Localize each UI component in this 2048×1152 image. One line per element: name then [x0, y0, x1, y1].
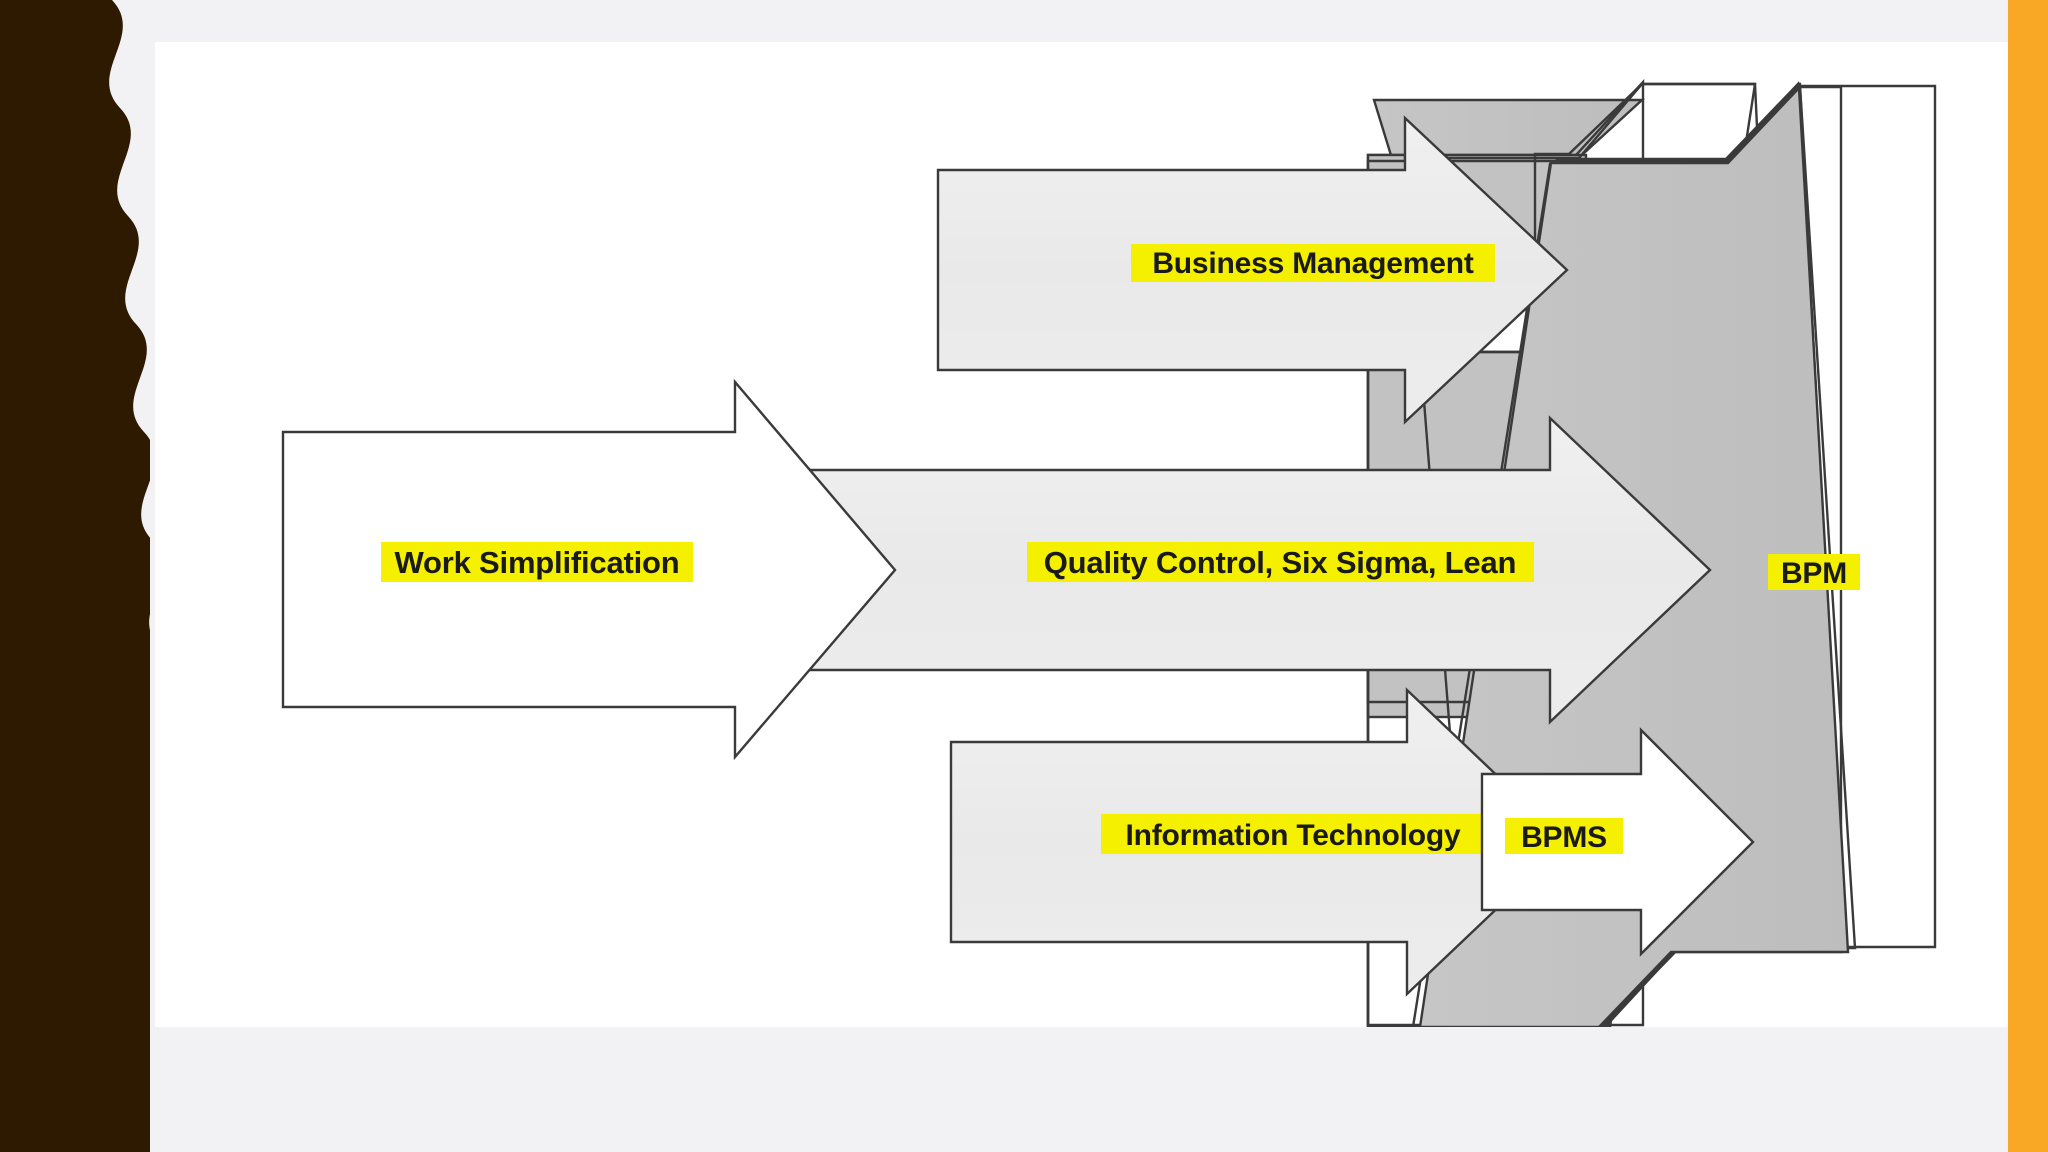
- diagram-svg: Business Management Quality Control, Six…: [281, 78, 1937, 1027]
- scallop-path: [0, 0, 150, 1152]
- arrow-quality-control: Quality Control, Six Sigma, Lean: [753, 415, 1712, 725]
- convergence-arrow-diagram: Business Management Quality Control, Six…: [155, 42, 2010, 1027]
- scalloped-left-border-shape: [0, 0, 150, 1152]
- arrow-work-simplification: Work Simplification: [281, 378, 897, 761]
- right-accent-bar: [2008, 0, 2048, 1152]
- arrow-business-management: Business Management: [936, 115, 1569, 425]
- highlight-information-technology: [1101, 814, 1485, 854]
- highlight-business-management: [1131, 244, 1495, 282]
- highlight-work-simplification: [381, 542, 693, 582]
- arrow-information-technology: Information Technology: [949, 687, 1569, 997]
- label-bpm-group: BPM: [1768, 554, 1860, 590]
- highlight-quality-control: [1027, 542, 1534, 582]
- highlight-bpm: [1768, 554, 1860, 590]
- label-bpms: BPMS: [1521, 821, 1607, 854]
- label-information-technology: Information Technology: [1125, 819, 1461, 852]
- label-business-management: Business Management: [1152, 247, 1474, 280]
- label-quality-control: Quality Control, Six Sigma, Lean: [1044, 545, 1516, 580]
- scalloped-left-border: [0, 0, 150, 1152]
- label-bpm: BPM: [1781, 557, 1847, 590]
- arrow-bpms: BPMS: [1480, 727, 1755, 957]
- highlight-bpms: [1505, 818, 1623, 854]
- label-work-simplification: Work Simplification: [395, 545, 680, 580]
